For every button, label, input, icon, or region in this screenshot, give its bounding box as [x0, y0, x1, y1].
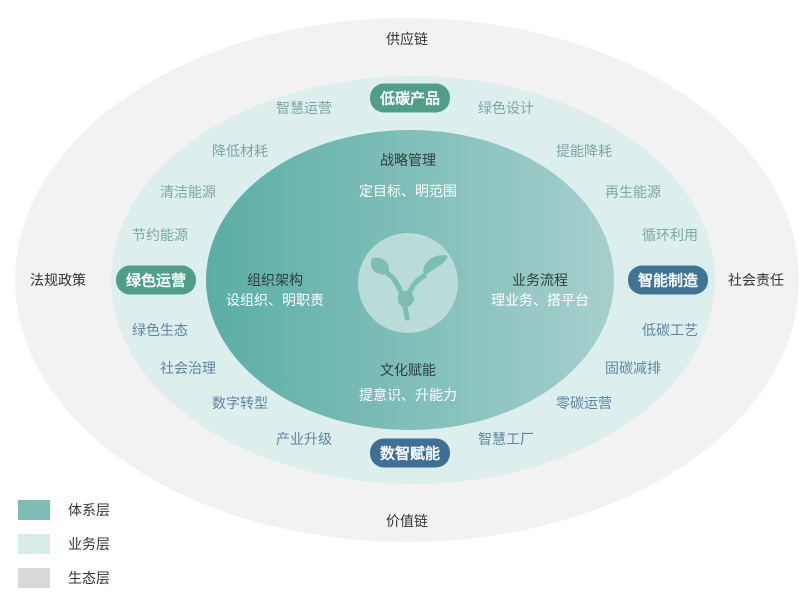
legend-business-layer: 业务层: [18, 534, 110, 554]
core-process-title: 业务流程: [512, 273, 568, 289]
ring-item: 降低材耗: [212, 144, 268, 160]
legend-label: 体系层: [68, 503, 110, 519]
ring-item: 提能降耗: [556, 144, 612, 160]
ring-item: 节约能源: [132, 228, 188, 244]
pill-low-carbon-product: 低碳产品: [369, 83, 451, 113]
label-supply-chain: 供应链: [386, 32, 428, 48]
label-social-responsibility: 社会责任: [728, 273, 784, 289]
ring-item: 绿色设计: [478, 101, 534, 117]
legend-system-layer: 体系层: [18, 500, 110, 520]
ring-item: 零碳运营: [556, 396, 612, 412]
label-value-chain: 价值链: [386, 514, 428, 530]
ring-item: 产业升级: [276, 432, 332, 448]
ring-item: 智慧工厂: [478, 432, 534, 448]
ring-item: 绿色生态: [132, 323, 188, 339]
ring-item: 再生能源: [605, 185, 661, 201]
core-culture-sub: 提意识、升能力: [359, 388, 457, 404]
ring-item: 数字转型: [212, 396, 268, 412]
core-process-sub: 理业务、搭平台: [491, 293, 589, 309]
core-culture-title: 文化赋能: [380, 363, 436, 379]
legend-swatch: [18, 534, 50, 554]
ring-item: 智慧运营: [276, 101, 332, 117]
core-strategy-sub: 定目标、明范围: [359, 184, 457, 200]
ring-item: 清洁能源: [160, 185, 216, 201]
legend-swatch: [18, 568, 50, 588]
ring-item: 低碳工艺: [642, 323, 698, 339]
legend-ecosystem-layer: 生态层: [18, 568, 110, 588]
ring-item: 社会治理: [160, 361, 216, 377]
legend-swatch: [18, 500, 50, 520]
pill-digital-empowerment: 数智赋能: [369, 438, 451, 468]
label-regulation-policy: 法规政策: [30, 273, 86, 289]
ring-item: 循环利用: [642, 228, 698, 244]
core-strategy-title: 战略管理: [380, 153, 436, 169]
core-organization-sub: 设组织、明职责: [226, 293, 324, 309]
ring-item: 固碳减排: [605, 361, 661, 377]
legend-label: 业务层: [68, 537, 110, 553]
core-organization-title: 组织架构: [247, 273, 303, 289]
legend-label: 生态层: [68, 571, 110, 587]
pill-smart-manufacturing: 智能制造: [627, 265, 709, 295]
pill-green-operation: 绿色运营: [115, 265, 197, 295]
sprout-icon: [370, 255, 448, 321]
